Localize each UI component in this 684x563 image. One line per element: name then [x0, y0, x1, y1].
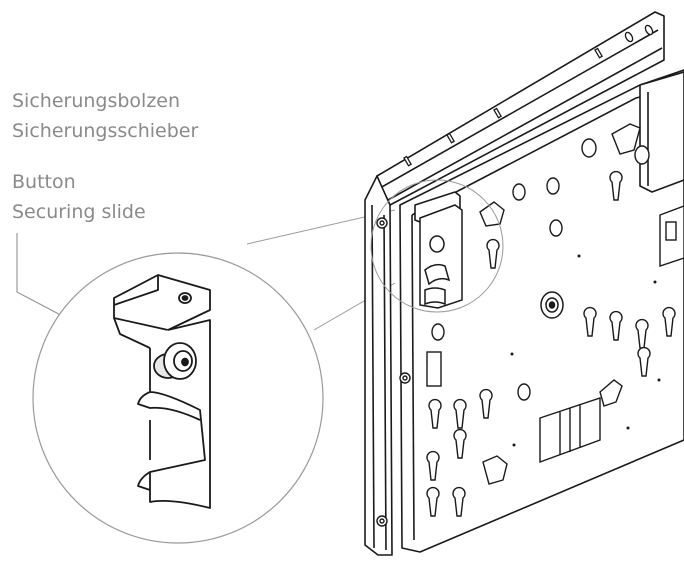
rail-holes — [403, 24, 654, 167]
label-english-button: Button — [12, 171, 76, 193]
plate-dots — [510, 254, 661, 447]
mounting-plate — [364, 11, 684, 556]
spring-clips — [479, 123, 641, 485]
rail-screws — [376, 217, 411, 527]
button-bolt — [153, 342, 197, 380]
small-securing-slide — [419, 204, 463, 309]
keyhole-slots — [426, 170, 676, 517]
label-english-slide: Securing slide — [12, 201, 146, 223]
center-bolt — [540, 291, 564, 319]
detail-circle-small — [370, 179, 504, 313]
label-german-bolt: Sicherungsbolzen — [12, 90, 181, 112]
label-german-slide: Sicherungsschieber — [12, 120, 199, 142]
round-holes — [426, 138, 650, 401]
plate-cutouts — [426, 205, 684, 464]
